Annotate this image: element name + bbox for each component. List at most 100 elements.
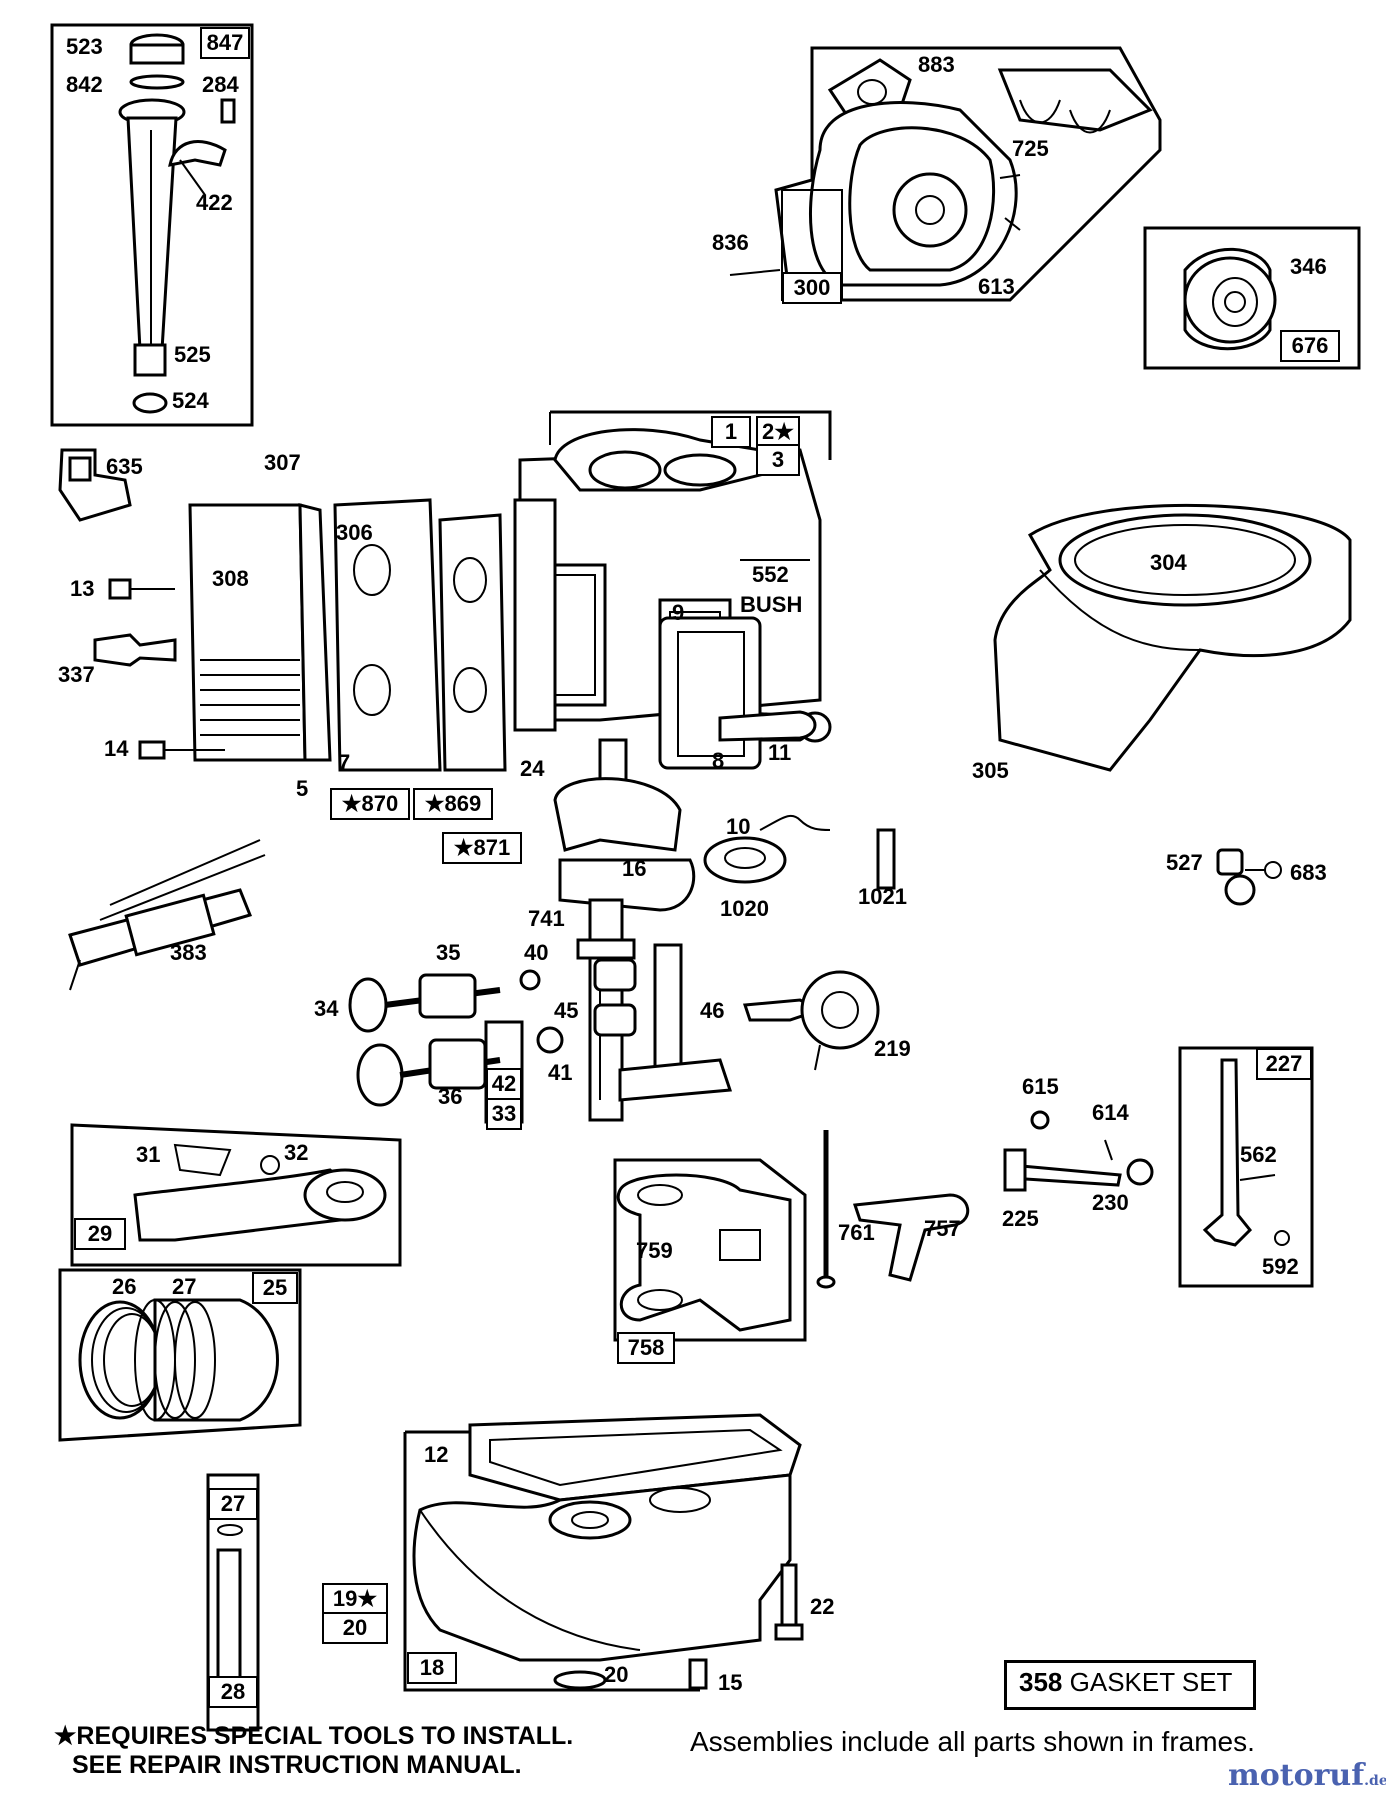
special-tools-note: ★REQUIRES SPECIAL TOOLS TO INSTALL. SEE … (54, 1722, 573, 1780)
tool-part (68, 839, 266, 991)
blower-cover-assembly (729, 46, 1162, 302)
gasket-set-number: 358 (1019, 1667, 1063, 1697)
label-11: 11 (768, 740, 792, 765)
label-683: 683 (1290, 860, 1327, 885)
flywheel-part-assembly (1143, 226, 1361, 370)
label-7: 7 (338, 750, 351, 775)
label-31: 31 (136, 1142, 161, 1167)
label-16: 16 (622, 856, 647, 881)
label-883: 883 (918, 52, 955, 77)
callout-box-27: 27 (208, 1488, 258, 1520)
label-524: 524 (172, 388, 209, 413)
watermark-main: motoruf (1228, 1758, 1365, 1793)
label-41: 41 (548, 1060, 573, 1085)
fitting-part (58, 448, 132, 522)
label-34: 34 (314, 996, 339, 1021)
assemblies-note: Assemblies include all parts shown in fr… (690, 1726, 1255, 1757)
label-20: 20 (604, 1662, 629, 1687)
label-12: 12 (424, 1442, 449, 1467)
label-32: 32 (284, 1140, 309, 1165)
callout-box-20: 20 (322, 1612, 388, 1644)
gasket-set-box: 358 GASKET SET (1004, 1660, 1256, 1710)
governor-lever-assembly (1178, 1046, 1314, 1288)
label-230: 230 (1092, 1190, 1129, 1215)
label-523: 523 (66, 34, 103, 59)
label-225: 225 (1002, 1206, 1039, 1231)
label-725: 725 (1012, 136, 1049, 161)
dipstick-assembly (50, 23, 254, 427)
label-45: 45 (554, 998, 579, 1023)
callout-box-42: 42 (486, 1068, 522, 1100)
label-615: 615 (1022, 1074, 1059, 1099)
label-306: 306 (336, 520, 373, 545)
label-422: 422 (196, 190, 233, 215)
watermark-logo: motoruf.de (1228, 1758, 1386, 1793)
callout-box-870: ★870 (330, 788, 410, 820)
label-5: 5 (296, 776, 309, 801)
connecting-rod-assembly (70, 1123, 402, 1267)
valve-cover (658, 616, 817, 770)
callout-box-29: 29 (74, 1218, 126, 1250)
callout-box-676: 676 (1280, 330, 1340, 362)
label-13: 13 (70, 576, 95, 601)
oil-seal (703, 814, 896, 890)
label-346: 346 (1290, 254, 1327, 279)
callout-box-869: ★869 (413, 788, 493, 820)
label-635: 635 (106, 454, 143, 479)
piston-assembly (58, 1268, 302, 1442)
label-613: 613 (978, 274, 1015, 299)
label-383: 383 (170, 940, 207, 965)
camshaft (593, 943, 733, 1102)
label-40: 40 (524, 940, 549, 965)
label-836: 836 (712, 230, 749, 255)
label-10: 10 (726, 814, 751, 839)
label-527: 527 (1166, 850, 1203, 875)
callout-box-227: 227 (1256, 1048, 1312, 1080)
label-562: 562 (1240, 1142, 1277, 1167)
label-22: 22 (810, 1594, 835, 1619)
label-46: 46 (700, 998, 725, 1023)
callout-box-2: 2★ (756, 416, 800, 448)
bushing-part (206, 1473, 260, 1732)
callout-box-1: 1 (711, 416, 751, 448)
label-1021: 1021 (858, 884, 907, 909)
label-1020: 1020 (720, 896, 769, 921)
callout-box-300: 300 (782, 272, 842, 304)
gasket-set-text: GASKET SET (1069, 1667, 1233, 1697)
label-592: 592 (1262, 1254, 1299, 1279)
label-284: 284 (202, 72, 239, 97)
label-757: 757 (924, 1216, 961, 1241)
cylinder-heads (188, 498, 557, 772)
label-15: 15 (718, 1670, 743, 1695)
callout-box-25: 25 (252, 1272, 298, 1304)
small-parts-right (1216, 848, 1282, 906)
callout-box-847: 847 (200, 27, 250, 59)
callout-box-33: 33 (486, 1098, 522, 1130)
label-308: 308 (212, 566, 249, 591)
callout-box-3: 3 (756, 444, 800, 476)
label-759: 759 (636, 1238, 673, 1263)
oil-sump (403, 1413, 804, 1692)
label-26: 26 (112, 1274, 137, 1299)
label-8: 8 (712, 748, 725, 773)
callout-box-871: ★871 (442, 832, 522, 864)
label-614: 614 (1092, 1100, 1129, 1125)
label-219: 219 (874, 1036, 911, 1061)
label-36: 36 (438, 1084, 463, 1109)
label-337: 337 (58, 662, 95, 687)
label-305: 305 (972, 758, 1009, 783)
label-525: 525 (174, 342, 211, 367)
label-552-bush: BUSH (740, 592, 803, 617)
label-761: 761 (838, 1220, 875, 1245)
watermark-sub: .de (1364, 1773, 1386, 1789)
label-741: 741 (528, 906, 565, 931)
governor-gear (742, 970, 880, 1071)
label-14: 14 (104, 736, 129, 761)
label-27: 27 (172, 1274, 197, 1299)
callout-box-18: 18 (407, 1652, 457, 1684)
governor-linkage (816, 1110, 1154, 1289)
valve-train (348, 969, 564, 1124)
label-304: 304 (1150, 550, 1187, 575)
label-9: 9 (672, 600, 685, 625)
callout-box-19: 19★ (322, 1583, 388, 1615)
